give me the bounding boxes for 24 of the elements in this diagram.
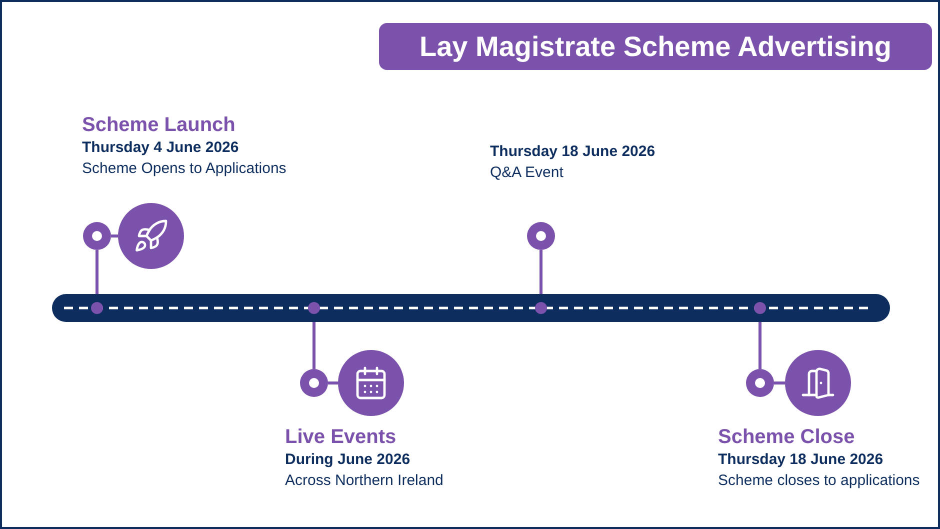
connector-line — [328, 382, 338, 384]
event-date: During June 2026 — [285, 450, 412, 470]
event-heading: Scheme Launch — [82, 113, 236, 137]
connector-line — [96, 250, 98, 294]
timeline-pin — [300, 369, 328, 397]
timeline-pin — [83, 222, 111, 250]
timeline-pin — [527, 222, 555, 250]
event-date: Thursday 4 June 2026 — [82, 138, 240, 158]
event-description: Across Northern Ireland — [285, 471, 444, 491]
event-description: Scheme Opens to Applications — [82, 159, 288, 179]
connector-line — [540, 250, 542, 294]
connector-line — [758, 322, 762, 369]
event-heading: Scheme Close — [718, 425, 856, 449]
title-banner: Lay Magistrate Scheme Advertising — [379, 23, 932, 70]
event-date: Thursday 18 June 2026 — [718, 450, 884, 470]
event-heading: Live Events — [285, 425, 398, 449]
event-description: Scheme closes to applications — [718, 471, 921, 491]
connector-line — [111, 234, 118, 238]
event-description: Q&A Event — [490, 163, 564, 183]
timeline-bar — [52, 294, 890, 322]
timeline-pin — [746, 369, 774, 397]
event-date: Thursday 18 June 2026 — [490, 142, 656, 162]
connector-line — [774, 382, 785, 384]
connector-line — [312, 322, 316, 369]
